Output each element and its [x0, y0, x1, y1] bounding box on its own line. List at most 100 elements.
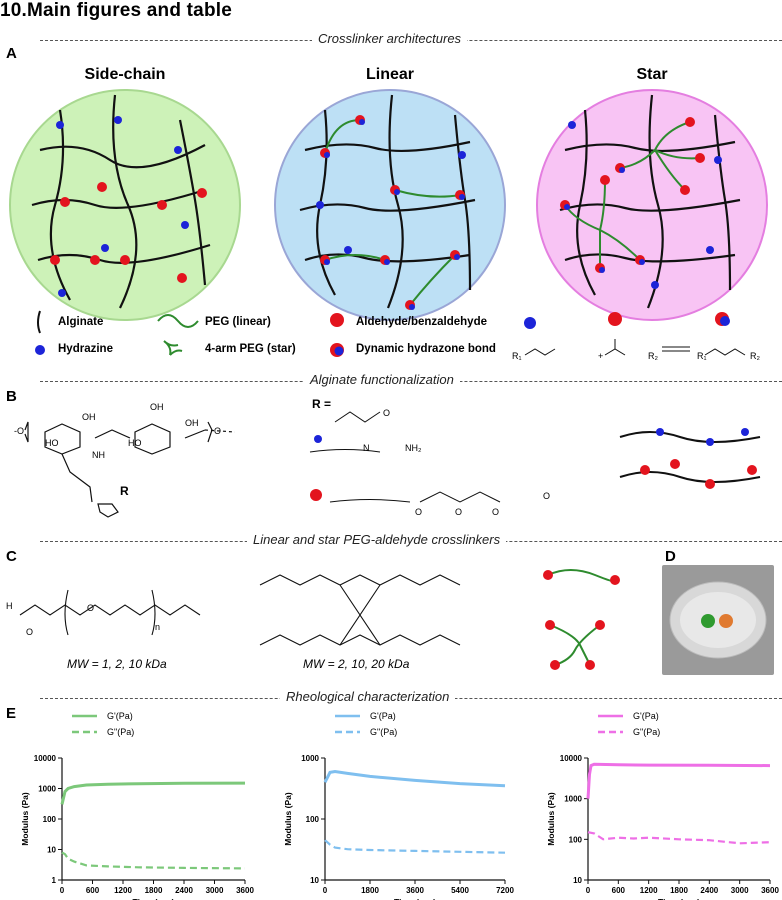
y-axis-label: Modulus (Pa) [20, 792, 30, 846]
y-tick-label: 1000 [38, 785, 56, 794]
y-axis-label: Modulus (Pa) [546, 792, 556, 846]
reaction-product-r2: R₂ [750, 351, 760, 361]
x-tick-label: 7200 [496, 886, 514, 895]
side-chain-title: Side-chain [84, 66, 166, 83]
y-tick-label: 10000 [560, 754, 583, 763]
label-ho: HO [128, 438, 142, 448]
x-tick-label: 3000 [731, 886, 749, 895]
mw-star: MW = 2, 10, 20 kDa [303, 657, 410, 671]
legend-label: G"(Pa) [633, 727, 660, 737]
peg-linear-symbol [157, 314, 199, 328]
x-tick-label: 600 [86, 886, 100, 895]
page-title: 10.Main figures and table [0, 0, 232, 21]
rheology-charts: 110100100010000060012001800240030003600T… [20, 711, 779, 900]
y-tick-label: 10 [47, 846, 56, 855]
panel-letter-e: E [6, 705, 17, 722]
panel-letter-c: C [6, 548, 17, 565]
series-line [587, 831, 771, 845]
legend-peg-star: 4-arm PEG (star) [205, 343, 296, 355]
hydrazide-nh2: NH₂ [405, 443, 422, 453]
hydrazone-symbol [334, 346, 344, 356]
x-tick-label: 3600 [236, 886, 254, 895]
y-tick-label: 100 [43, 815, 57, 824]
x-tick-label: 1800 [670, 886, 688, 895]
legend-label: G"(Pa) [370, 727, 397, 737]
star-circle [536, 89, 768, 321]
alginate-symbol [37, 310, 41, 334]
label-oh: OH [150, 402, 164, 412]
legend-hydrazone: Dynamic hydrazone bond [356, 343, 496, 355]
legend-label: G'(Pa) [107, 711, 133, 721]
aldehyde-symbol [330, 313, 344, 327]
aldehyde-chain-o: O [543, 491, 551, 501]
legend-aldehyde: Aldehyde/benzaldehyde [356, 316, 488, 328]
x-tick-label: 1200 [640, 886, 658, 895]
panel-letter-b: B [6, 388, 17, 405]
alginate-structure [24, 411, 761, 518]
x-tick-label: 3600 [406, 886, 424, 895]
peg-linear-o: O [26, 627, 34, 637]
x-tick-label: 3600 [761, 886, 779, 895]
aldehyde-chain-o: O [415, 507, 423, 517]
section-label-functionalization: Alginate functionalization [304, 372, 460, 387]
legend-label: G'(Pa) [633, 711, 659, 721]
architecture-circles [9, 89, 768, 321]
legend-label: G"(Pa) [107, 727, 134, 737]
label-o-right: O [214, 426, 222, 436]
label-nh: NH [92, 450, 105, 460]
x-tick-label: 5400 [451, 886, 469, 895]
y-tick-label: 100 [569, 835, 583, 844]
reaction-product-r1: R₁ [697, 351, 707, 361]
series-line [61, 851, 246, 870]
r-equals-label: R = [312, 397, 332, 411]
series-line [324, 839, 506, 854]
label-oh: OH [185, 418, 199, 428]
legend-peg-linear: PEG (linear) [205, 316, 271, 328]
panel-letter-d: D [665, 548, 676, 565]
aldehyde-chain-o: O [455, 507, 463, 517]
series-line [586, 762, 771, 799]
r-substituent: R [120, 484, 129, 498]
x-tick-label: 2400 [700, 886, 718, 895]
label-oh: OH [82, 412, 96, 422]
legend-symbols [35, 310, 746, 357]
legend-hydrazine: Hydrazine [58, 343, 113, 355]
y-tick-label: 10 [573, 876, 582, 885]
series-line [323, 769, 506, 788]
series-line [60, 781, 246, 805]
label-o-left: -O [14, 426, 24, 436]
y-tick-label: 1000 [301, 754, 319, 763]
side-chain-circle [9, 89, 241, 321]
x-tick-label: 0 [323, 886, 328, 895]
star-title: Star [636, 66, 668, 83]
peg-linear-o: O [87, 603, 95, 613]
x-tick-label: 0 [586, 886, 591, 895]
reaction-r2: R₂ [648, 351, 658, 361]
x-tick-label: 1800 [145, 886, 163, 895]
x-tick-label: 1200 [114, 886, 132, 895]
reaction-r1: R₁ [512, 351, 522, 361]
y-tick-label: 10 [310, 876, 319, 885]
peg-star-symbol [163, 340, 183, 356]
legend-alginate: Alginate [58, 316, 104, 328]
x-tick-label: 0 [60, 886, 65, 895]
hydrazide-o: O [383, 408, 391, 418]
aldehyde-chain-o: O [492, 507, 500, 517]
legend-label: G'(Pa) [370, 711, 396, 721]
hydrazine-symbol [35, 345, 45, 355]
x-tick-label: 2400 [175, 886, 193, 895]
panel-letter-a: A [6, 45, 17, 62]
x-tick-label: 1800 [361, 886, 379, 895]
section-label-crosslinkers: Linear and star PEG-aldehyde crosslinker… [247, 532, 507, 547]
peg-linear-n: n [155, 622, 161, 632]
x-tick-label: 3000 [206, 886, 224, 895]
reaction-plus: + [598, 351, 604, 361]
hydrazide-n: N [363, 443, 370, 453]
y-axis-label: Modulus (Pa) [283, 792, 293, 846]
section-label-architectures: Crosslinker architectures [312, 31, 468, 46]
label-ho: HO [45, 438, 59, 448]
crosslinker-structures [19, 565, 774, 675]
y-tick-label: 100 [306, 815, 320, 824]
y-tick-label: 1000 [564, 795, 582, 804]
mw-linear: MW = 1, 2, 10 kDa [67, 657, 167, 671]
